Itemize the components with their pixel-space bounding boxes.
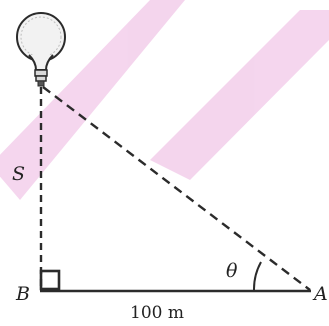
- light-bulb-icon: [16, 12, 66, 87]
- label-a: A: [312, 283, 328, 305]
- base-length-label: 100 m: [130, 303, 184, 323]
- label-b: B: [15, 283, 30, 305]
- watermark: [0, 0, 329, 200]
- label-theta: θ: [226, 260, 238, 282]
- label-s: S: [12, 163, 25, 185]
- hypotenuse-line: [42, 86, 311, 291]
- right-angle-marker: [39, 269, 61, 291]
- angle-arc: [252, 261, 262, 291]
